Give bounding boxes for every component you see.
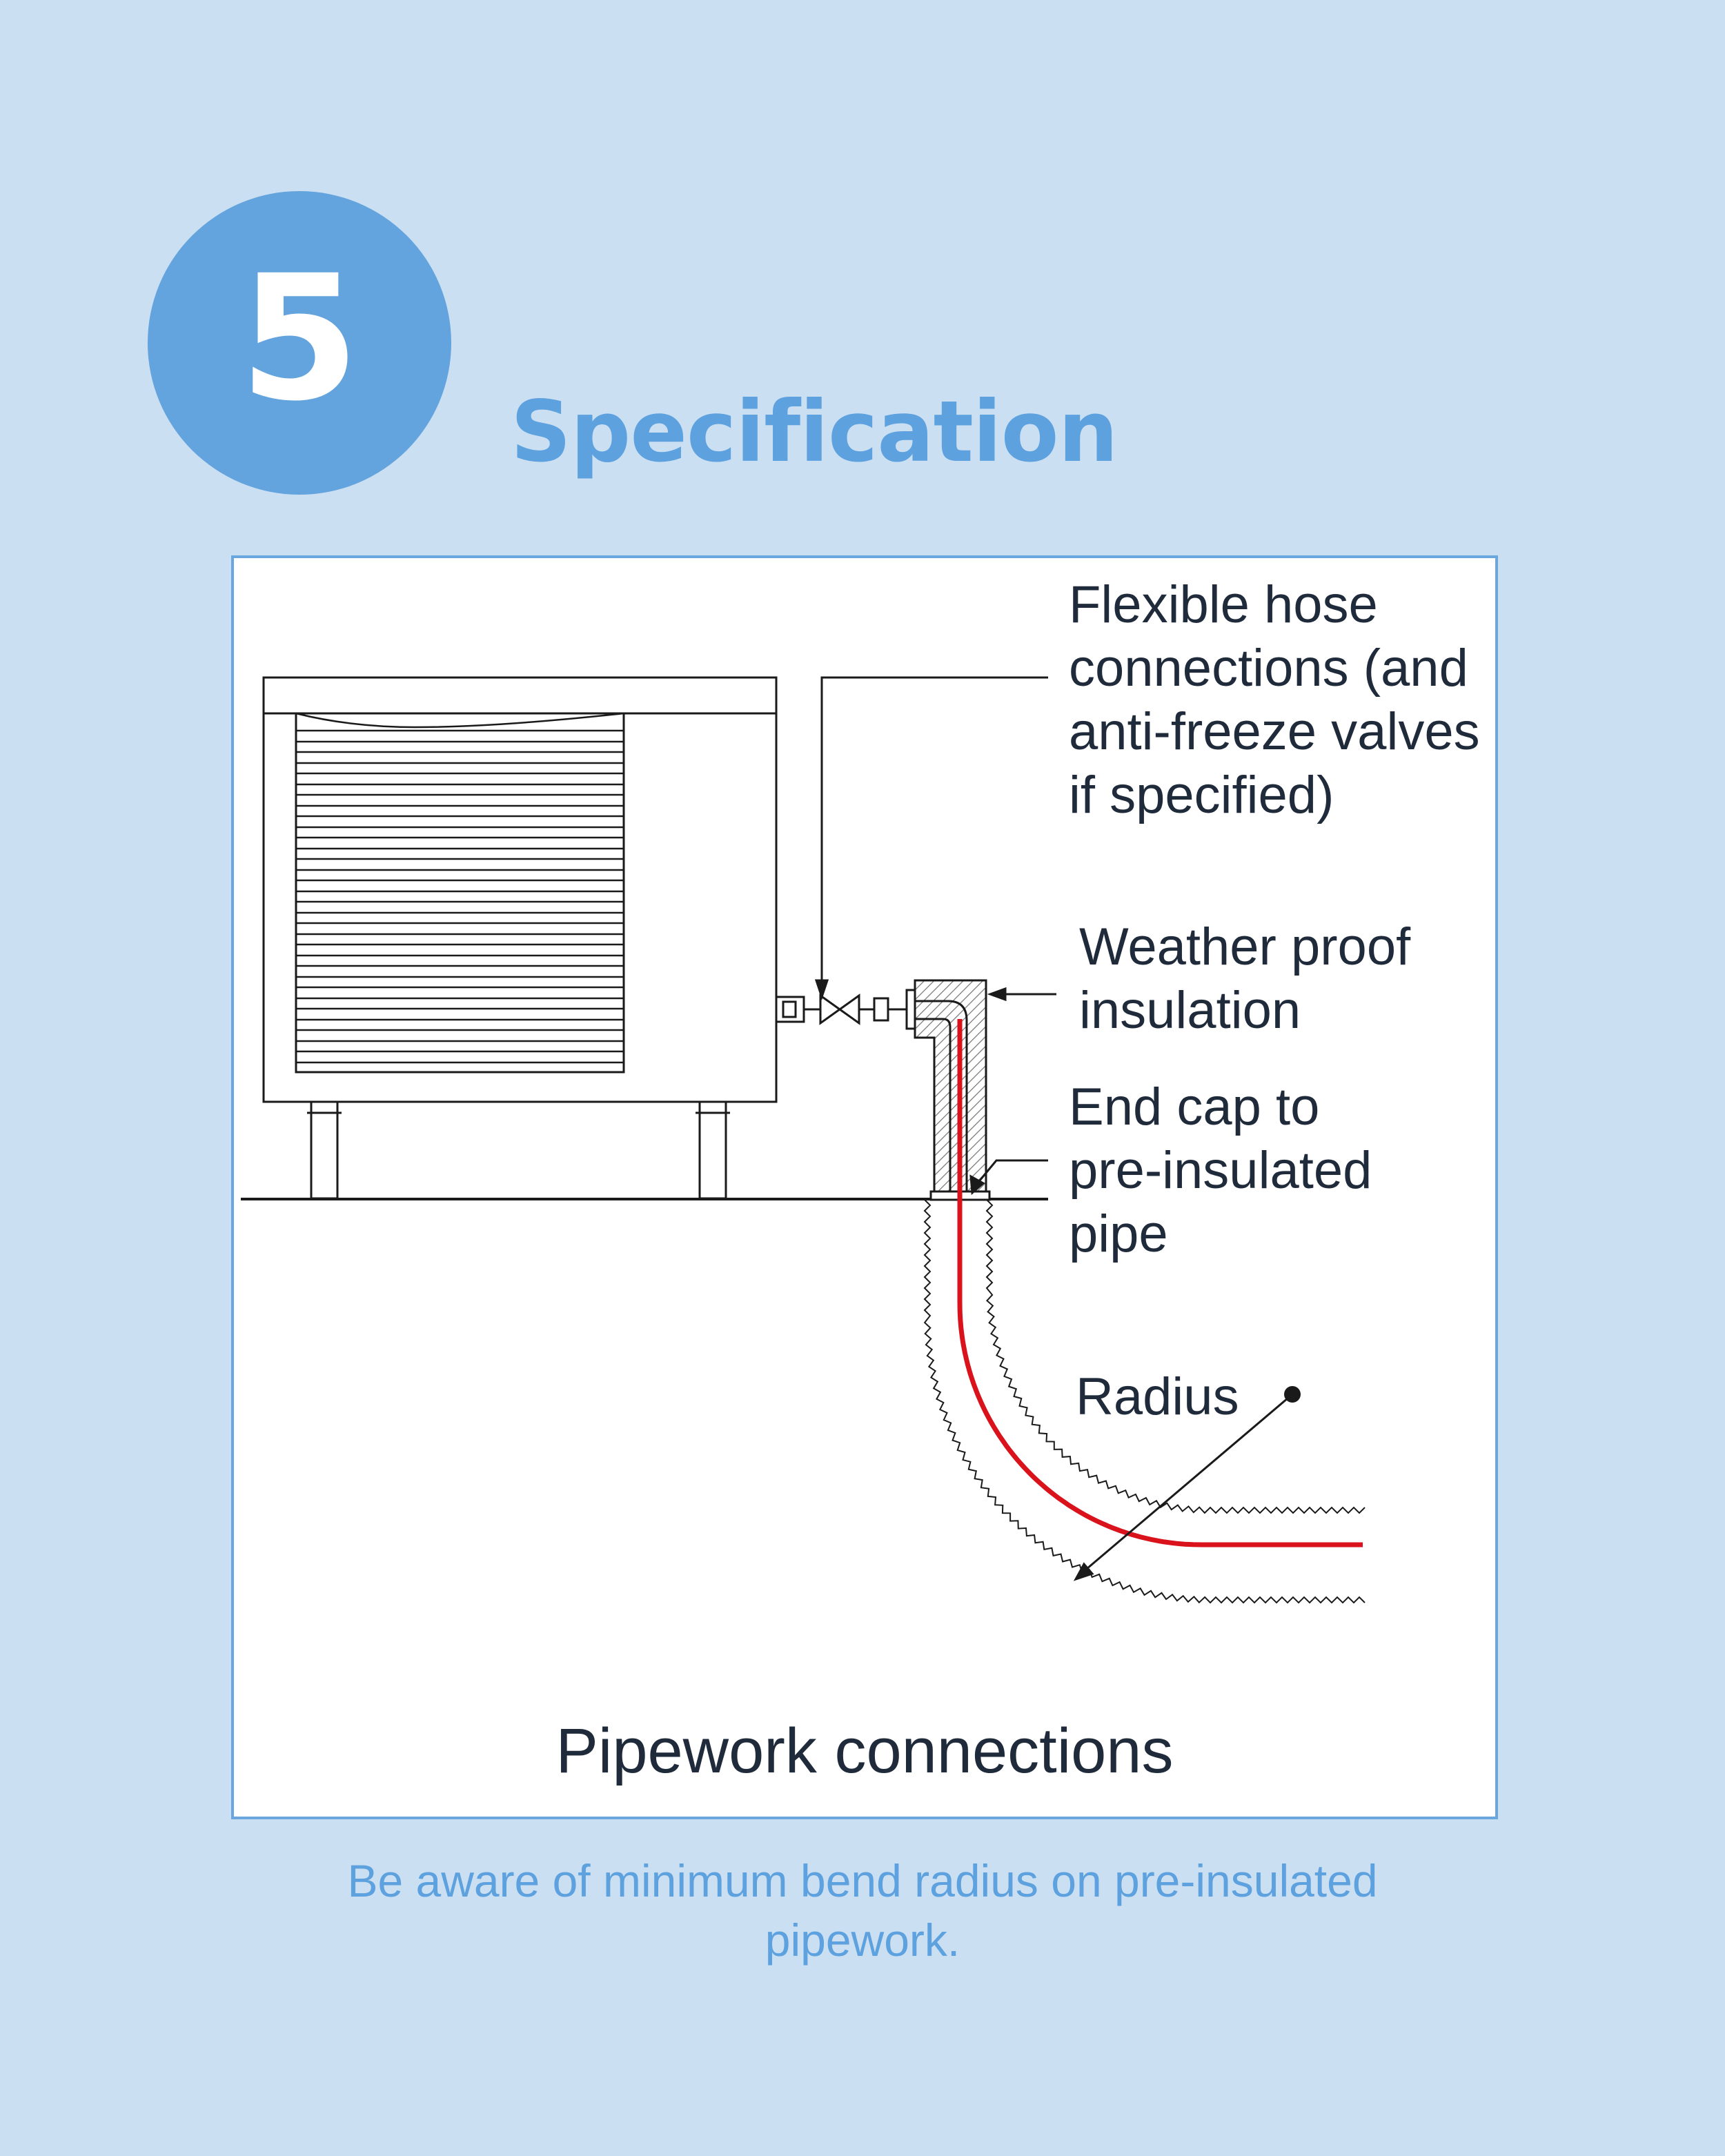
diagram-panel: Flexible hose connections (and anti-free… bbox=[231, 555, 1498, 1819]
grille-slat bbox=[295, 815, 625, 829]
grille-slat bbox=[295, 986, 625, 1000]
leader-lines bbox=[814, 676, 1293, 1581]
radius-leader bbox=[1082, 1393, 1293, 1574]
callout-radius: Radius bbox=[1076, 1367, 1239, 1426]
grille-slat bbox=[295, 729, 625, 743]
callout-weather-proof: Weather proof insulation bbox=[1079, 918, 1411, 1040]
grille-slat bbox=[295, 751, 625, 764]
footnote: Be aware of minimum bend radius on pre-i… bbox=[347, 1855, 1378, 1966]
step-number: 5 bbox=[239, 238, 359, 439]
grille-slat bbox=[295, 772, 625, 786]
grille-slat bbox=[295, 965, 625, 978]
anti-freeze-valve bbox=[819, 993, 842, 1025]
grille-slat bbox=[295, 1029, 625, 1042]
carrier-pipe bbox=[957, 1019, 1363, 1547]
pre-insulated-pipe bbox=[923, 1199, 1366, 1604]
grille-slat bbox=[295, 1050, 625, 1064]
grille-slat bbox=[295, 1007, 625, 1021]
callout-end-cap: End cap to pre-insulated pipe bbox=[1069, 1078, 1372, 1263]
flexible-hose-leader bbox=[820, 676, 1048, 987]
weather-proof-insulation bbox=[914, 979, 987, 1196]
grille-slat bbox=[295, 879, 625, 893]
grille-frame bbox=[295, 712, 625, 1074]
step-number-badge: 5 bbox=[148, 191, 451, 495]
grille-top-curve bbox=[295, 712, 624, 729]
pipework-diagram bbox=[241, 676, 1366, 1604]
unit-leg-left bbox=[310, 1100, 339, 1200]
hose-connection bbox=[775, 989, 916, 1030]
unit-body bbox=[262, 676, 778, 1103]
heat-pump-unit bbox=[262, 676, 778, 1200]
grille-slat bbox=[295, 793, 625, 807]
radius-centre-dot bbox=[1284, 1386, 1301, 1403]
unit-grille bbox=[295, 712, 625, 1074]
end-cap-leader bbox=[975, 1159, 1048, 1185]
grille-slat bbox=[295, 922, 625, 936]
unit-leg-right bbox=[698, 1100, 727, 1200]
grille-slat bbox=[295, 836, 625, 850]
grille-slat bbox=[295, 943, 625, 957]
grille-slat bbox=[295, 900, 625, 914]
page-title: Specification bbox=[511, 383, 1118, 481]
diagram-caption: Pipework connections bbox=[555, 1716, 1174, 1786]
callout-flexible-hose: Flexible hose connections (and anti-free… bbox=[1069, 575, 1480, 824]
grille-slat bbox=[295, 858, 625, 871]
